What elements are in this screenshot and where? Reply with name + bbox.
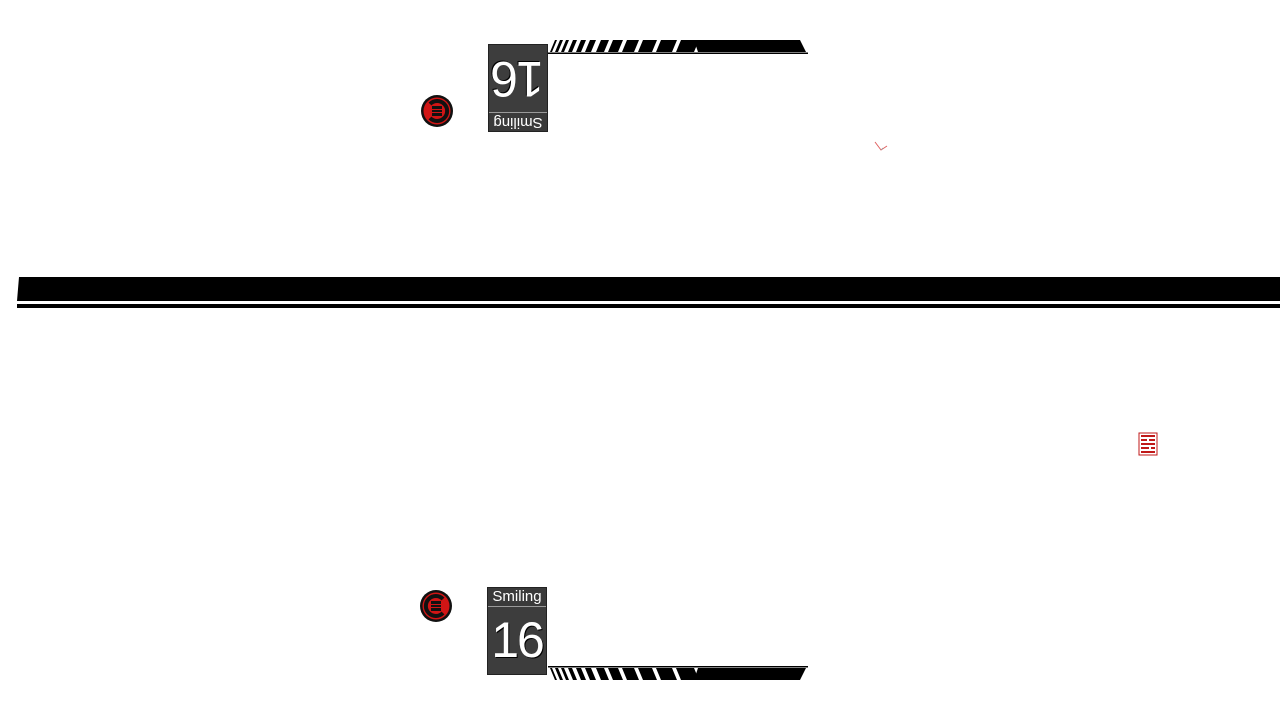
- center-divider-band: [17, 277, 1280, 308]
- bottom-logo-icon: [420, 590, 452, 622]
- bottom-score-card: Smiling 16: [487, 587, 547, 675]
- bottom-stripe-graphic: [548, 666, 808, 680]
- bottom-card-label: Smiling: [488, 588, 546, 607]
- top-card-number: 16: [492, 51, 544, 107]
- small-red-mark-icon: [874, 141, 888, 151]
- top-score-card: Smiling 16: [488, 44, 548, 132]
- top-stripe-graphic: [548, 40, 808, 54]
- top-logo-icon: [421, 95, 453, 127]
- top-card-label: Smiling: [489, 112, 547, 131]
- bottom-card-number: 16: [491, 612, 545, 668]
- red-stamp-icon: [1138, 432, 1158, 456]
